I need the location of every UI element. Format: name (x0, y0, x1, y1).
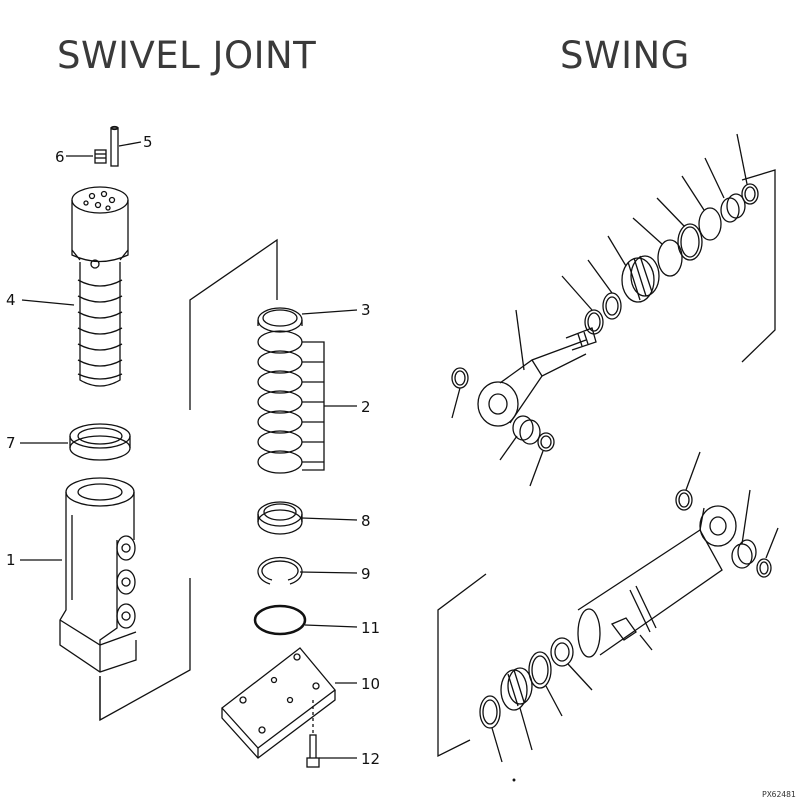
swivel-joint-title: SWIVEL JOINT (57, 34, 317, 77)
callout-10: 10 (361, 675, 380, 693)
callout-3: 3 (361, 301, 371, 319)
callout-11: 11 (361, 619, 380, 637)
part-12-bolt (306, 700, 320, 768)
part-5-pin (110, 125, 119, 167)
callout-labels: 4 7 1 6 5 3 2 8 9 11 10 12 (6, 133, 380, 768)
part-10-cover (221, 647, 336, 759)
bracket-top (189, 238, 278, 410)
drawing-code: PX62481 (762, 790, 796, 799)
callout-9: 9 (361, 565, 371, 583)
swing-upper-assembly (451, 133, 776, 487)
part-4-rotor (71, 186, 129, 387)
part-6-plug (94, 149, 107, 164)
callout-12: 12 (361, 750, 380, 768)
swing-lower-assembly (437, 451, 779, 782)
part-8-ring (257, 501, 303, 535)
part-2-rings (257, 330, 325, 474)
callout-2: 2 (361, 398, 371, 416)
callout-6: 6 (55, 148, 65, 166)
swing-title: SWING (560, 34, 690, 77)
bracket-bottom (99, 578, 191, 722)
part-1-housing (59, 477, 137, 673)
part-9-snap-ring (257, 556, 303, 585)
callout-8: 8 (361, 512, 371, 530)
callout-7: 7 (6, 434, 16, 452)
part-7-ring (69, 423, 131, 461)
callout-4: 4 (6, 291, 16, 309)
part-3-ring (257, 307, 303, 333)
callout-5: 5 (143, 133, 153, 151)
callout-1: 1 (6, 551, 16, 569)
part-11-oring (253, 604, 307, 636)
